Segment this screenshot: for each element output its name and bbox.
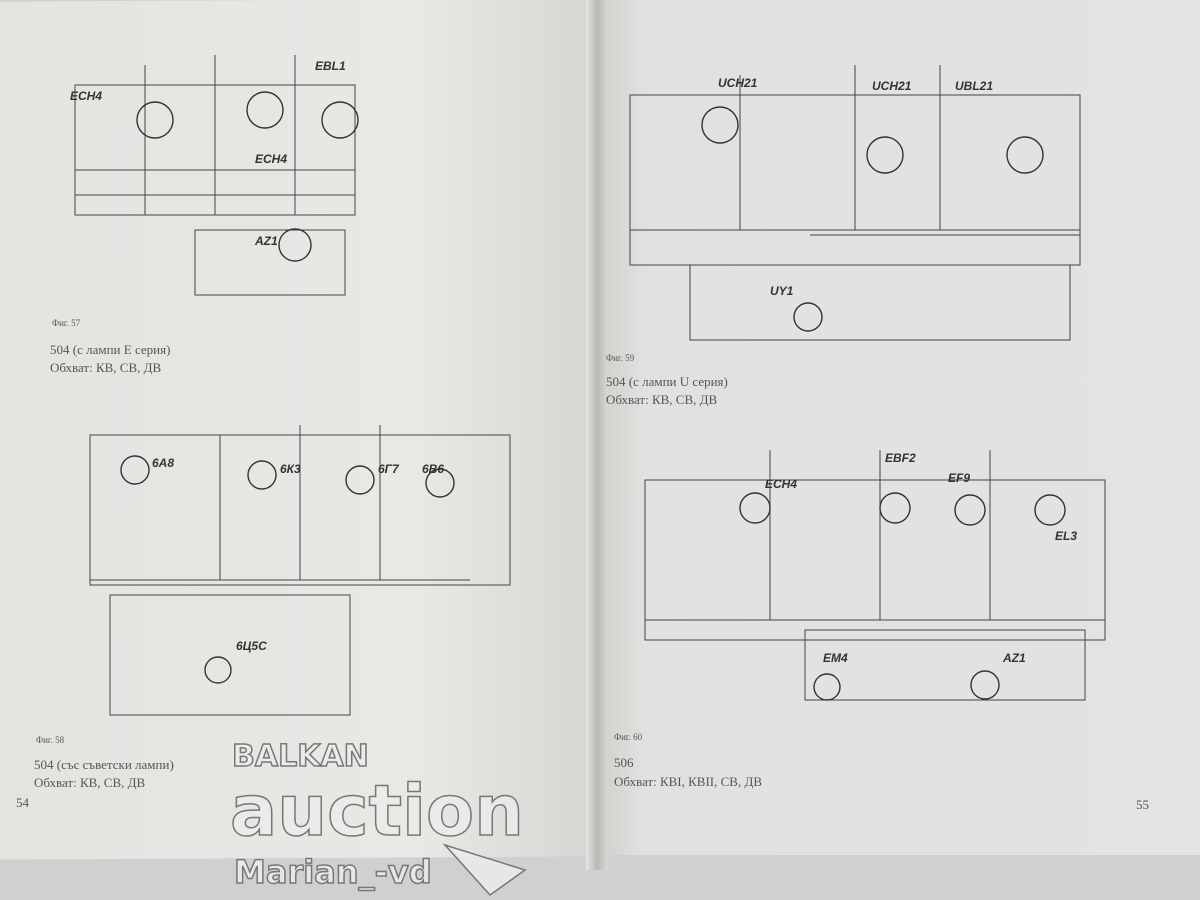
- figure-label: Фиг. 57: [52, 318, 81, 328]
- page-number: 55: [1136, 797, 1149, 812]
- tube-label: ECH4: [70, 89, 102, 103]
- figure-title: 504 (с лампи U серия): [606, 374, 728, 389]
- figure-title: 504 (с лампи E серия): [50, 342, 171, 357]
- schematic-fig-57: ECH4 EBL1 ECH4 AZ1: [70, 55, 359, 296]
- figure-range: Обхват: КВ, СВ, ДВ: [606, 392, 718, 407]
- tube-label: ECH4: [765, 477, 797, 491]
- schematic-fig-60: ECH4 EBF2 EF9 EL3 EM4 AZ1: [644, 450, 1106, 701]
- tube-label: 6К3: [280, 462, 301, 476]
- tube-label: 6Ц5С: [236, 639, 267, 653]
- tube-label: 6В6: [422, 462, 444, 476]
- tube-label: EF9: [948, 471, 970, 485]
- tube-label: 6Г7: [378, 462, 400, 476]
- schematic-fig-59: UCH21 UCH21 UBL21 UY1: [629, 65, 1081, 341]
- tube-label: UBL21: [955, 79, 993, 93]
- watermark-balkan: BALKAN: [231, 739, 369, 774]
- watermark-play-icon: [442, 843, 527, 896]
- watermark-user: Marian_-vd: [233, 853, 432, 891]
- tube-label: UCH21: [872, 79, 912, 93]
- schematic-fig-58: 6А8 6К3 6Г7 6В6 6Ц5С: [89, 425, 511, 716]
- tube-label: UY1: [770, 284, 794, 298]
- figure-label: Фиг. 60: [614, 732, 643, 742]
- tube-label: EM4: [823, 651, 848, 665]
- figure-range: Обхват: КВ, СВ, ДВ: [34, 775, 146, 790]
- book-gutter: [586, 0, 608, 870]
- tube-label: EL3: [1055, 529, 1077, 543]
- watermark-auction: auction: [229, 770, 524, 852]
- figure-title: 504 (със съветски лампи): [34, 757, 174, 772]
- figure-range: Обхват: КВI, КВII, СВ, ДВ: [614, 774, 763, 789]
- figure-title: 506: [614, 755, 634, 770]
- figure-range: Обхват: КВ, СВ, ДВ: [50, 360, 162, 375]
- tube-label: EBF2: [885, 451, 916, 465]
- page-number: 54: [16, 795, 29, 810]
- tube-label: 6А8: [152, 456, 174, 470]
- tube-label: UCH21: [718, 76, 758, 90]
- tube-label: AZ1: [254, 234, 278, 248]
- tube-label: AZ1: [1002, 651, 1026, 665]
- tube-label: ECH4: [255, 152, 287, 166]
- figure-label: Фиг. 59: [606, 353, 635, 363]
- tube-label: EBL1: [315, 59, 346, 73]
- figure-label: Фиг. 58: [36, 735, 65, 745]
